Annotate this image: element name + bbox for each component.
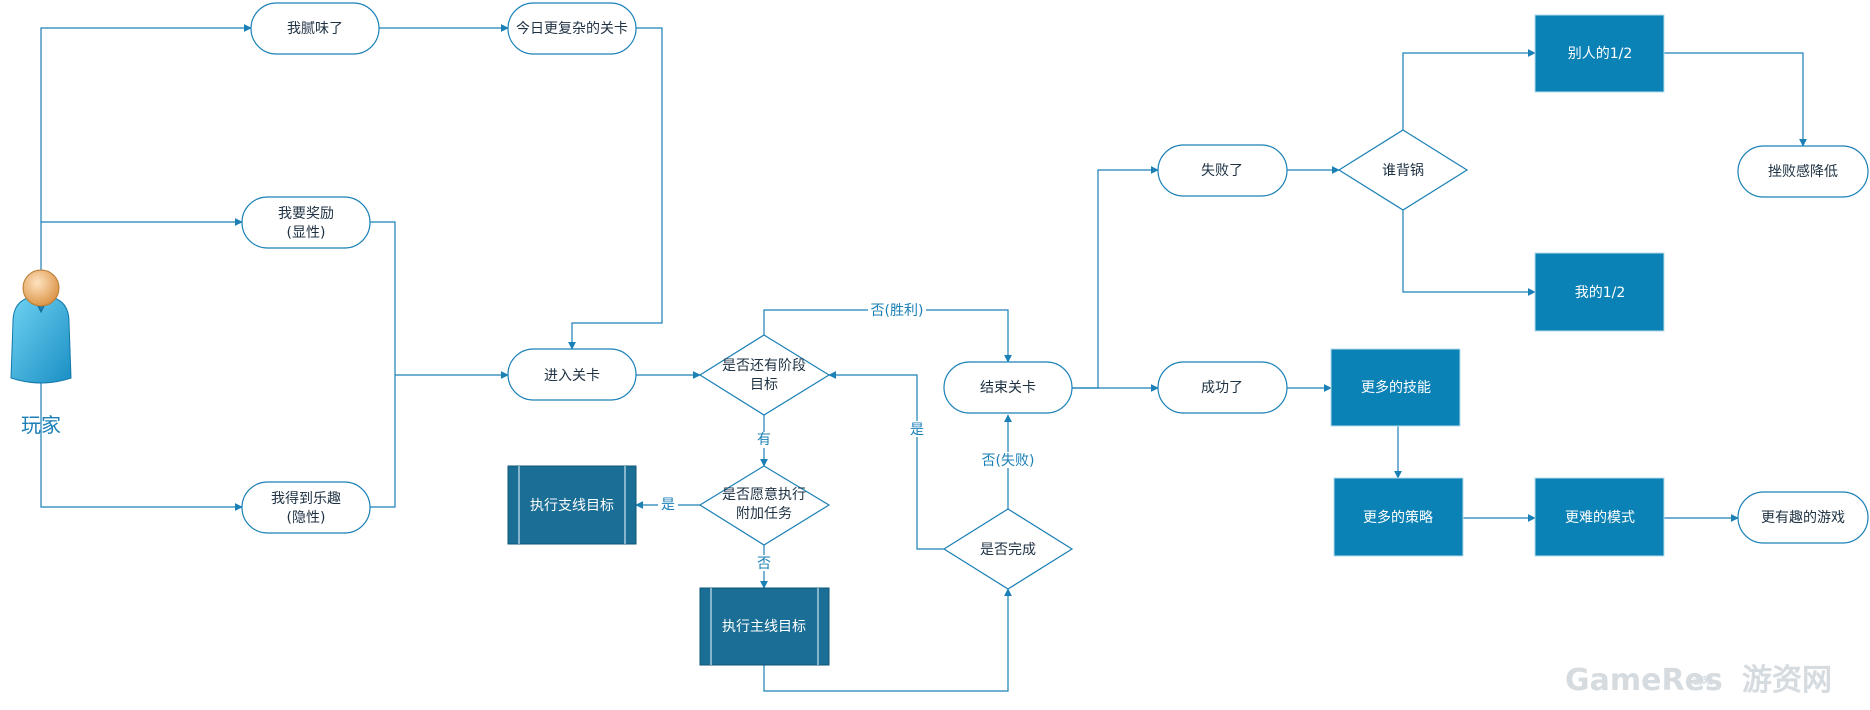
node-enter-label: 进入关卡 — [544, 368, 600, 384]
node-reward-label-2: (显性) — [287, 225, 326, 241]
node-reward: 我要奖励 (显性) — [241, 196, 371, 249]
decision-blame-label: 谁背锅 — [1382, 163, 1424, 179]
decision-blame: 谁背锅 — [1337, 129, 1469, 211]
node-more-fun-game-label: 更有趣的游戏 — [1761, 510, 1845, 526]
decision-done-label: 是否完成 — [980, 542, 1036, 558]
node-fun-label-2: (隐性) — [287, 510, 326, 526]
box-more-skills: 更多的技能 — [1330, 348, 1461, 427]
player-actor: 玩家 — [10, 269, 72, 437]
decision-optional-label-1: 是否愿意执行 — [722, 486, 806, 503]
edge-blame-mine — [1402, 210, 1536, 296]
label-yes-back: 是 — [910, 422, 924, 438]
node-complex-label: 今日更复杂的关卡 — [516, 20, 628, 37]
decision-stage-label-1: 是否还有阶段 — [722, 358, 806, 374]
box-others-half-label: 别人的1/2 — [1568, 46, 1633, 62]
label-yes-side: 是 — [661, 497, 675, 513]
edge-complex-enter — [568, 27, 663, 350]
node-bored: 我腻味了 — [250, 2, 380, 55]
process-main-target: 执行主线目标 — [699, 587, 830, 666]
node-reward-label-1: 我要奖励 — [278, 205, 334, 222]
watermark: GameRes 游戏 游资网 — [1565, 663, 1832, 698]
box-more-strategy: 更多的策略 — [1333, 477, 1464, 557]
decision-optional: 是否愿意执行 附加任务 — [698, 465, 831, 546]
connectors — [40, 24, 1807, 692]
label-no-fail: 否(失败) — [982, 453, 1035, 469]
label-no-main: 否 — [757, 556, 771, 572]
box-more-skills-label: 更多的技能 — [1361, 379, 1431, 396]
box-harder-mode: 更难的模式 — [1534, 477, 1665, 557]
decision-done: 是否完成 — [942, 508, 1074, 590]
node-fun: 我得到乐趣 (隐性) — [241, 481, 371, 534]
process-side-target-label: 执行支线目标 — [530, 498, 614, 514]
node-less-frustration-label: 挫败感降低 — [1768, 163, 1838, 180]
box-my-half: 我的1/2 — [1534, 252, 1665, 332]
edge-done-stage — [828, 371, 944, 550]
edge-player-fun — [40, 370, 243, 511]
watermark-latin: GameRes — [1565, 663, 1723, 698]
node-success-label: 成功了 — [1201, 380, 1243, 396]
watermark-cjk: 游资网 — [1742, 663, 1832, 698]
node-fail-label: 失败了 — [1201, 163, 1243, 179]
label-has: 有 — [757, 432, 771, 448]
edge-labels: 否(胜利) 有 是 否 是 否(失败) — [658, 302, 1037, 572]
node-success: 成功了 — [1157, 361, 1288, 414]
edge-blame-others — [1402, 49, 1536, 130]
label-no-win: 否(胜利) — [871, 303, 924, 319]
box-harder-mode-label: 更难的模式 — [1565, 510, 1635, 526]
decision-optional-label-2: 附加任务 — [736, 506, 792, 522]
node-less-frustration: 挫败感降低 — [1737, 145, 1869, 198]
node-bored-label: 我腻味了 — [287, 21, 343, 37]
watermark-small: 游戏 — [1693, 674, 1713, 687]
box-others-half: 别人的1/2 — [1534, 14, 1665, 93]
edge-main-done — [763, 588, 1012, 692]
node-complex: 今日更复杂的关卡 — [507, 2, 637, 55]
process-main-target-label: 执行主线目标 — [722, 619, 806, 635]
edge-others-less — [1664, 52, 1807, 147]
edge-end-fail — [1072, 166, 1159, 389]
decision-stage-label-2: 目标 — [750, 377, 778, 393]
node-enter: 进入关卡 — [507, 348, 637, 401]
box-my-half-label: 我的1/2 — [1575, 285, 1626, 301]
player-label: 玩家 — [21, 413, 61, 437]
node-end: 结束关卡 — [943, 361, 1073, 414]
node-fail: 失败了 — [1157, 144, 1288, 197]
box-more-strategy-label: 更多的策略 — [1363, 509, 1433, 526]
process-side-target: 执行支线目标 — [507, 465, 637, 545]
edge-reward-bus — [370, 221, 396, 508]
person-icon — [10, 269, 72, 384]
edge-player-bored — [40, 24, 252, 270]
node-more-fun-game: 更有趣的游戏 — [1737, 491, 1869, 544]
node-end-label: 结束关卡 — [980, 380, 1036, 396]
decision-stage: 是否还有阶段 目标 — [698, 334, 831, 416]
node-fun-label-1: 我得到乐趣 — [271, 490, 341, 507]
